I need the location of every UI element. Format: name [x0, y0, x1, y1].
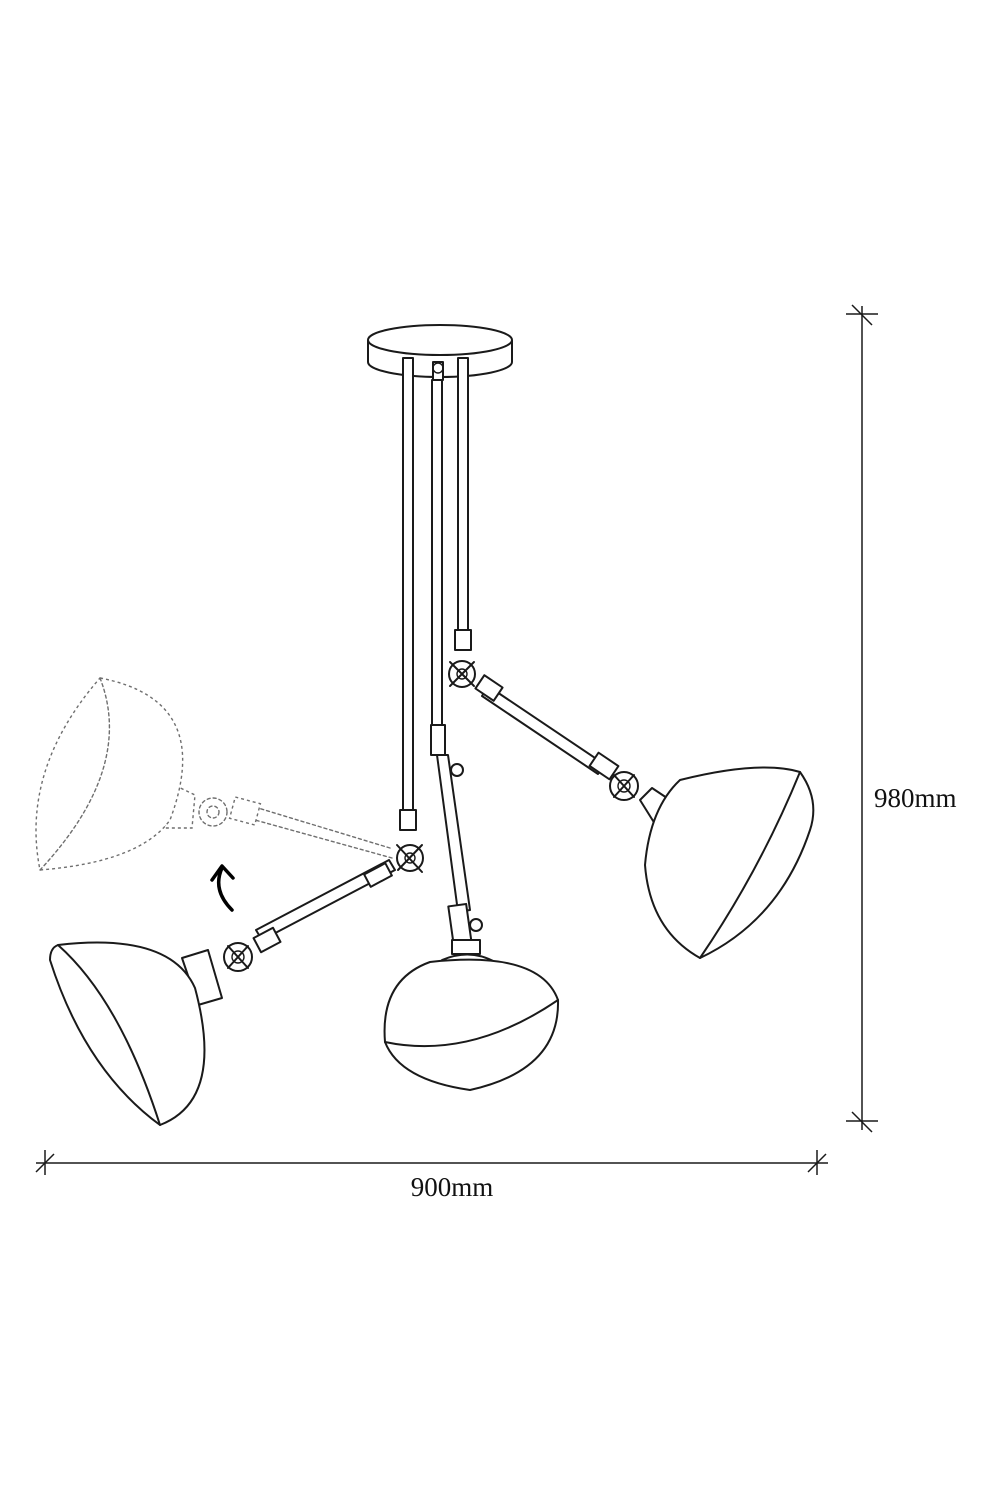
- left-lamp: [49, 844, 424, 1126]
- width-dimension-label: 900mm: [411, 1172, 494, 1202]
- height-dimension-line: [846, 304, 878, 1133]
- ghost-lamp-position: [35, 677, 393, 871]
- curved-rotate-arrow-icon: [210, 864, 235, 912]
- right-lamp: [448, 660, 815, 959]
- width-dimension-line: [35, 1150, 828, 1175]
- vertical-rods: [399, 357, 472, 831]
- height-dimension-label: 980mm: [874, 783, 957, 813]
- middle-lamp: [383, 724, 560, 1091]
